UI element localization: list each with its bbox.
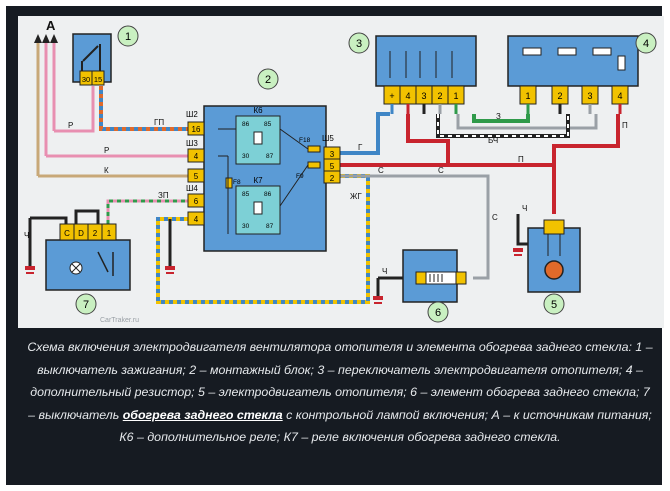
callout-1: 1 (125, 31, 131, 43)
fuse-f9: F9 (296, 173, 304, 180)
fuse-f8: F8 (233, 179, 241, 186)
wire-labels: A ГП Р Р К ЗП Г З БЧ П П ЖГ С С С Ч Ч Ч (24, 18, 628, 276)
wire-z (472, 114, 530, 123)
k7-pin-30: 30 (242, 223, 250, 230)
rear-window-heater (402, 249, 467, 303)
label-p2: П (622, 121, 628, 130)
resistor-pin-1: 1 (525, 91, 530, 101)
wire-p (338, 114, 620, 214)
label-ch1: Ч (24, 231, 29, 240)
wiring-diagram-svg: 30 15 (24, 18, 657, 324)
sh5-pin-5: 5 (330, 162, 335, 171)
wire-gp (99, 86, 200, 131)
rear-window-switch: С D 2 1 (45, 223, 131, 291)
heater-switch-pin-plus: + (389, 91, 394, 101)
label-zp: ЗП (158, 191, 169, 200)
wiring-diagram: 30 15 (18, 16, 664, 328)
k6-pin-85: 85 (264, 121, 272, 128)
connector-sh2: Ш2 (186, 110, 198, 119)
label-s1: С (378, 166, 384, 175)
label-g: Г (358, 143, 363, 152)
wire-g (338, 112, 390, 155)
heater-switch-pin-1: 1 (453, 91, 458, 101)
source-arrows (34, 34, 58, 176)
callout-5: 5 (551, 299, 557, 311)
label-r2: Р (104, 146, 109, 155)
callout-2: 2 (265, 74, 271, 86)
relay-k7-label: К7 (253, 176, 263, 185)
heater-switch-pin-2: 2 (437, 91, 442, 101)
connector-sh3: Ш3 (186, 139, 198, 148)
relay-k6-label: К6 (253, 106, 263, 115)
caption-text-start: Схема включения электродвигателя вентиля… (27, 340, 653, 422)
rear-switch-pin-d: D (78, 229, 84, 238)
heater-fan-motor (527, 219, 581, 293)
watermark: CarTraker.ru (100, 317, 139, 324)
callout-3: 3 (356, 38, 362, 50)
rear-switch-pin-2: 2 (93, 229, 98, 238)
fuse-f18: F18 (299, 137, 311, 144)
caption-link[interactable]: обогрева заднего стекла (122, 407, 283, 422)
ignition-pin-30: 30 (82, 75, 90, 84)
heater-switch-pin-3: 3 (421, 91, 426, 101)
label-s3: С (492, 213, 498, 222)
rear-switch-pin-c: С (64, 229, 70, 238)
wire-zp (106, 199, 200, 224)
resistor-pin-2: 2 (557, 91, 562, 101)
label-gp: ГП (154, 118, 164, 127)
connector-sh4: Ш4 (186, 184, 198, 193)
wire-s-1 (456, 114, 598, 130)
label-k: К (104, 166, 109, 175)
figure-caption: Схема включения электродвигателя вентиля… (26, 336, 654, 449)
label-bch: БЧ (488, 136, 498, 145)
label-ch3: Ч (522, 204, 527, 213)
label-ch2: Ч (382, 267, 387, 276)
rear-switch-pin-1: 1 (107, 229, 112, 238)
label-r1: Р (68, 121, 73, 130)
resistor-pin-3: 3 (587, 91, 592, 101)
heater-fan-switch: + 4 3 2 1 (375, 35, 477, 114)
k6-pin-30: 30 (242, 153, 250, 160)
callout-4: 4 (643, 38, 649, 50)
fuse-block: 16 4 5 6 4 3 5 2 Ш2 Ш3 Ш4 Ш5 К6 К7 86 85… (186, 105, 341, 252)
connector-sh5: Ш5 (322, 134, 334, 143)
k7-pin-85: 85 (242, 191, 250, 198)
sh5-pin-2: 2 (330, 174, 335, 183)
sh3-pin-5: 5 (194, 172, 199, 181)
callouts: 1 2 3 4 5 6 7 (75, 25, 657, 323)
k7-pin-87: 87 (266, 223, 274, 230)
label-zhg: ЖГ (350, 192, 362, 201)
sh5-pin-3: 3 (330, 150, 335, 159)
callout-6: 6 (435, 307, 441, 319)
label-p: П (518, 155, 524, 164)
wire-r-upper (54, 86, 95, 133)
heater-switch-pin-4: 4 (405, 91, 410, 101)
sh3-pin-4: 4 (194, 152, 199, 161)
k6-pin-87: 87 (266, 153, 274, 160)
resistor-pin-4: 4 (617, 91, 622, 101)
ground-symbols (25, 248, 523, 304)
sh4-pin-4: 4 (194, 215, 199, 224)
sh4-pin-6: 6 (194, 197, 199, 206)
callout-7: 7 (83, 299, 89, 311)
caption-text-end: с контрольной лампой включения; А – к ис… (119, 407, 652, 445)
wire-s-heater (338, 174, 490, 280)
wire-bch (436, 114, 570, 138)
k6-pin-86: 86 (242, 121, 250, 128)
additional-resistor: 1 2 3 4 (507, 35, 639, 114)
figure-frame: 30 15 (6, 6, 664, 485)
source-label: A (46, 18, 56, 33)
ignition-pin-15: 15 (94, 75, 102, 84)
ignition-switch: 30 15 (72, 33, 112, 86)
sh2-pin-16: 16 (192, 125, 201, 134)
k7-pin-86: 86 (264, 191, 272, 198)
label-s2: С (438, 166, 444, 175)
label-z: З (496, 112, 501, 121)
wire-ch-rear (74, 209, 100, 231)
